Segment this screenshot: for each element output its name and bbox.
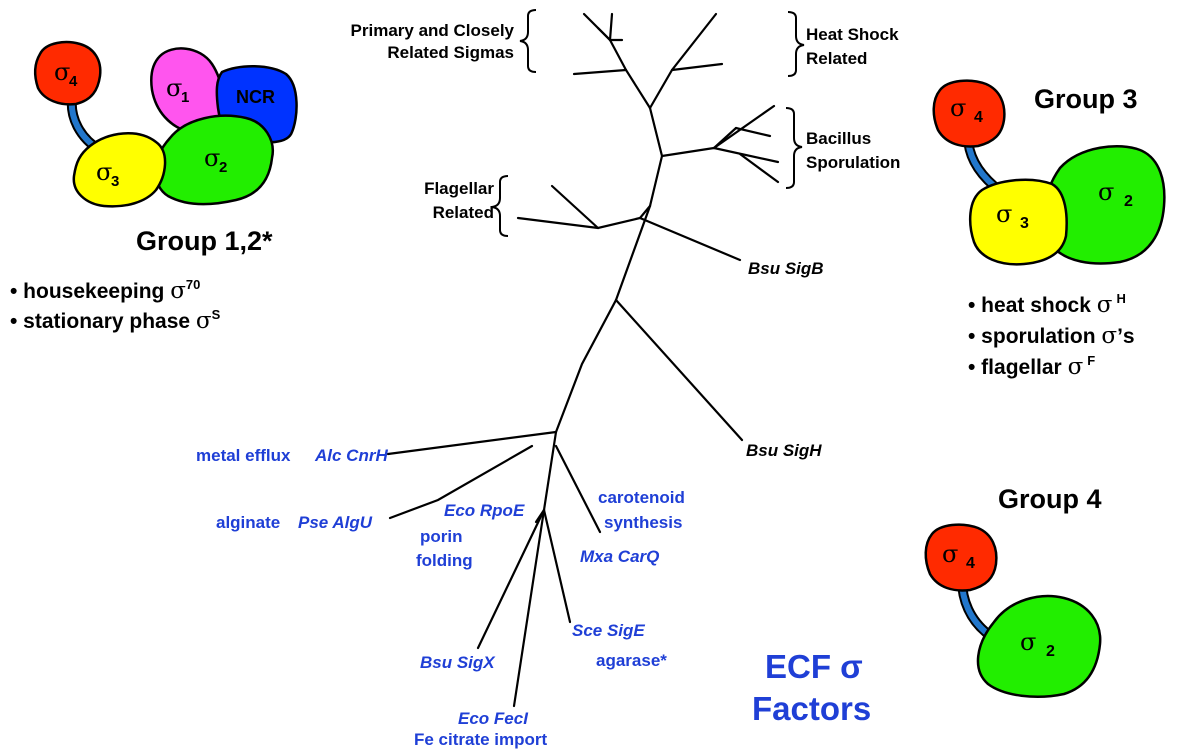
group3-cartoon: σ 4 σ 3 σ 2 [932, 79, 1166, 266]
clade-label-heat-line1: Heat Shock [806, 25, 899, 44]
branch-sce-sige [542, 508, 572, 624]
branch-primary-5 [596, 26, 612, 42]
ecf-labels: metal efflux Alc CnrH alginate Pse AlgU … [196, 446, 685, 749]
branch-heat-shock [648, 12, 718, 110]
group12-bullets: • housekeeping σ70 • stationary phase σS [10, 277, 221, 334]
tree-trunk [554, 106, 664, 434]
group12-sigma3-domain [72, 132, 167, 208]
ecf-label-metal-efflux: metal efflux [196, 446, 291, 465]
group3-s3-subscript: 3 [1020, 215, 1029, 232]
branch-bacillus-stem [660, 146, 716, 158]
ecf-label-pse-algu: Pse AlgU [298, 513, 373, 532]
group4-s4-subscript: 4 [966, 555, 975, 572]
group12-s2-symbol: σ [204, 144, 220, 172]
bracket-bacillus [785, 107, 803, 189]
ecf-label-mxa-carq: Mxa CarQ [580, 547, 659, 566]
group3-s2-subscript: 2 [1124, 193, 1133, 210]
branch-primary-4 [572, 68, 628, 76]
group4-cartoon: σ 4 σ 2 [924, 523, 1102, 698]
ecf-label-bsu-sigx: Bsu SigX [420, 653, 496, 672]
group3-s4-symbol: σ [950, 94, 966, 122]
group12-sigma4-domain [34, 40, 102, 106]
group3-sigma3-domain [968, 178, 1068, 266]
ecf-label-fe-citrate: Fe citrate import [414, 730, 548, 749]
branch-ecf-central [542, 430, 558, 512]
group12-bullet-housekeeping: • housekeeping σ70 [10, 277, 200, 304]
ecf-label-folding: folding [416, 551, 473, 570]
group12-sigma2-domain [154, 114, 275, 206]
ecf-label-agarase: agarase* [596, 651, 667, 670]
branch-bacillus-3 [734, 126, 772, 138]
ecf-title-line2: Factors [752, 690, 871, 727]
group3-title: Group 3 [1034, 84, 1138, 114]
group12-ncr-label: NCR [236, 87, 275, 107]
group12-s4-subscript: 4 [69, 73, 78, 90]
bracket-heat-shock [787, 11, 805, 77]
group3-bullet-sporulation: • sporulation σ’s [968, 323, 1135, 349]
ecf-label-eco-rpoe: Eco RpoE [444, 501, 525, 520]
bracket-primary [519, 9, 537, 73]
group4-sigma2-domain [976, 594, 1102, 698]
group12-s2-subscript: 2 [219, 159, 227, 176]
group4-sigma4-domain [924, 523, 998, 592]
ecf-label-carotenoid: carotenoid [598, 488, 685, 507]
clade-label-primary-line1: Primary and Closely [351, 21, 515, 40]
group12-s1-subscript: 1 [181, 89, 189, 106]
ecf-label-eco-feci: Eco FecI [458, 709, 529, 728]
group4-s4-symbol: σ [942, 540, 958, 568]
group12-title: Group 1,2* [136, 226, 273, 256]
branch-pse-algu [388, 444, 534, 520]
bracket-flagellar [491, 175, 509, 237]
group12-s1-symbol: σ [166, 74, 182, 102]
branch-bacillus-1 [712, 104, 776, 150]
group3-sigma4-domain [932, 79, 1006, 148]
clade-label-flagellar-line2: Related [433, 203, 494, 222]
group12-s3-subscript: 3 [111, 173, 119, 190]
branch-bacillus-2 [712, 126, 738, 150]
clade-label-heat-line2: Related [806, 49, 867, 68]
leaf-label-bsu-sigh: Bsu SigH [746, 441, 822, 460]
branch-bsu-sigh [614, 298, 744, 442]
ecf-title-line1: ECF σ [765, 648, 863, 685]
branch-bacillus-5 [738, 152, 780, 184]
clade-label-flagellar-line1: Flagellar [424, 179, 494, 198]
branch-alc-cnrh [386, 430, 558, 456]
branch-flagellar-2 [550, 184, 600, 230]
group3-s3-symbol: σ [996, 200, 1012, 228]
group4-s2-subscript: 2 [1046, 643, 1055, 660]
group3-s4-subscript: 4 [974, 109, 983, 126]
leaf-label-bsu-sigb: Bsu SigB [748, 259, 824, 278]
ecf-label-alc-cnrh: Alc CnrH [314, 446, 388, 465]
branch-flagellar [516, 204, 652, 230]
ecf-label-synthesis: synthesis [604, 513, 682, 532]
group12-bullet-stationary: • stationary phase σS [10, 307, 221, 334]
branch-primary-cluster [608, 38, 652, 110]
group12-s4-symbol: σ [54, 58, 70, 86]
branch-bacillus-4 [712, 146, 780, 164]
group12-s3-symbol: σ [96, 158, 112, 186]
clade-label-bacillus-line2: Sporulation [806, 153, 900, 172]
branch-bsu-sigb [638, 216, 742, 262]
branch-heat-shock-2 [670, 62, 724, 72]
group4-s2-symbol: σ [1020, 628, 1036, 656]
ecf-label-sce-sige: Sce SigE [572, 621, 645, 640]
clade-label-primary-line2: Related Sigmas [387, 43, 514, 62]
branch-eco-feci [512, 508, 546, 708]
group12-cartoon: σ 4 σ 1 NCR σ 3 σ 2 [34, 40, 298, 208]
ecf-label-porin: porin [420, 527, 463, 546]
branch-primary-2 [608, 12, 614, 42]
clade-label-bacillus-line1: Bacillus [806, 129, 871, 148]
group4-title: Group 4 [998, 484, 1102, 514]
branch-mxa-carq [554, 444, 602, 534]
branch-bsu-sigx [476, 508, 546, 650]
phylogenetic-tree [386, 9, 805, 708]
ecf-label-alginate: alginate [216, 513, 280, 532]
group3-s2-symbol: σ [1098, 178, 1114, 206]
